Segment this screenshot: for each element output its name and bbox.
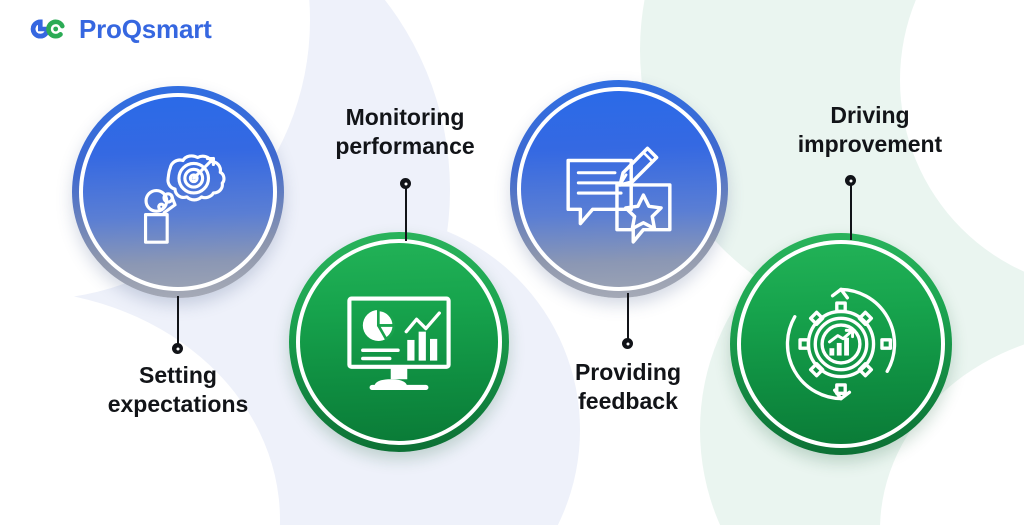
step-label-setting-expectations: Setting expectations (107, 362, 249, 418)
brand-name: ProQsmart (79, 14, 212, 44)
infinity-loop-icon (26, 14, 70, 44)
connector-dot-driving-improvement (845, 175, 856, 186)
connector-line-providing-feedback (627, 293, 629, 343)
monitor-analytics-dashboard-icon (337, 280, 461, 404)
connector-dot-monitoring-performance (400, 178, 411, 189)
step-label-driving-improvement: Driving improvement (797, 102, 943, 158)
connector-line-monitoring-performance (405, 185, 407, 241)
step-bubble-driving-improvement[interactable] (730, 233, 952, 455)
connector-dot-providing-feedback (622, 338, 633, 349)
connector-dot-setting-expectations (172, 343, 183, 354)
bubble-core (521, 91, 717, 287)
bubble-core (741, 244, 941, 444)
person-thought-bubble-target-icon (119, 133, 237, 251)
bubble-core (83, 97, 273, 287)
step-bubble-providing-feedback[interactable] (510, 80, 728, 298)
step-bubble-setting-expectations[interactable] (72, 86, 284, 298)
bubble-core (300, 243, 498, 441)
step-label-monitoring-performance: Monitoring performance (335, 104, 475, 160)
brand-logo[interactable]: ProQsmart (26, 14, 212, 44)
speech-bubbles-pen-star-icon (558, 128, 680, 250)
connector-line-driving-improvement (850, 182, 852, 240)
gear-growth-chart-cycle-icon (778, 281, 904, 407)
step-label-providing-feedback: Providing feedback (574, 359, 682, 415)
connector-line-setting-expectations (177, 296, 179, 348)
step-bubble-monitoring-performance[interactable] (289, 232, 509, 452)
